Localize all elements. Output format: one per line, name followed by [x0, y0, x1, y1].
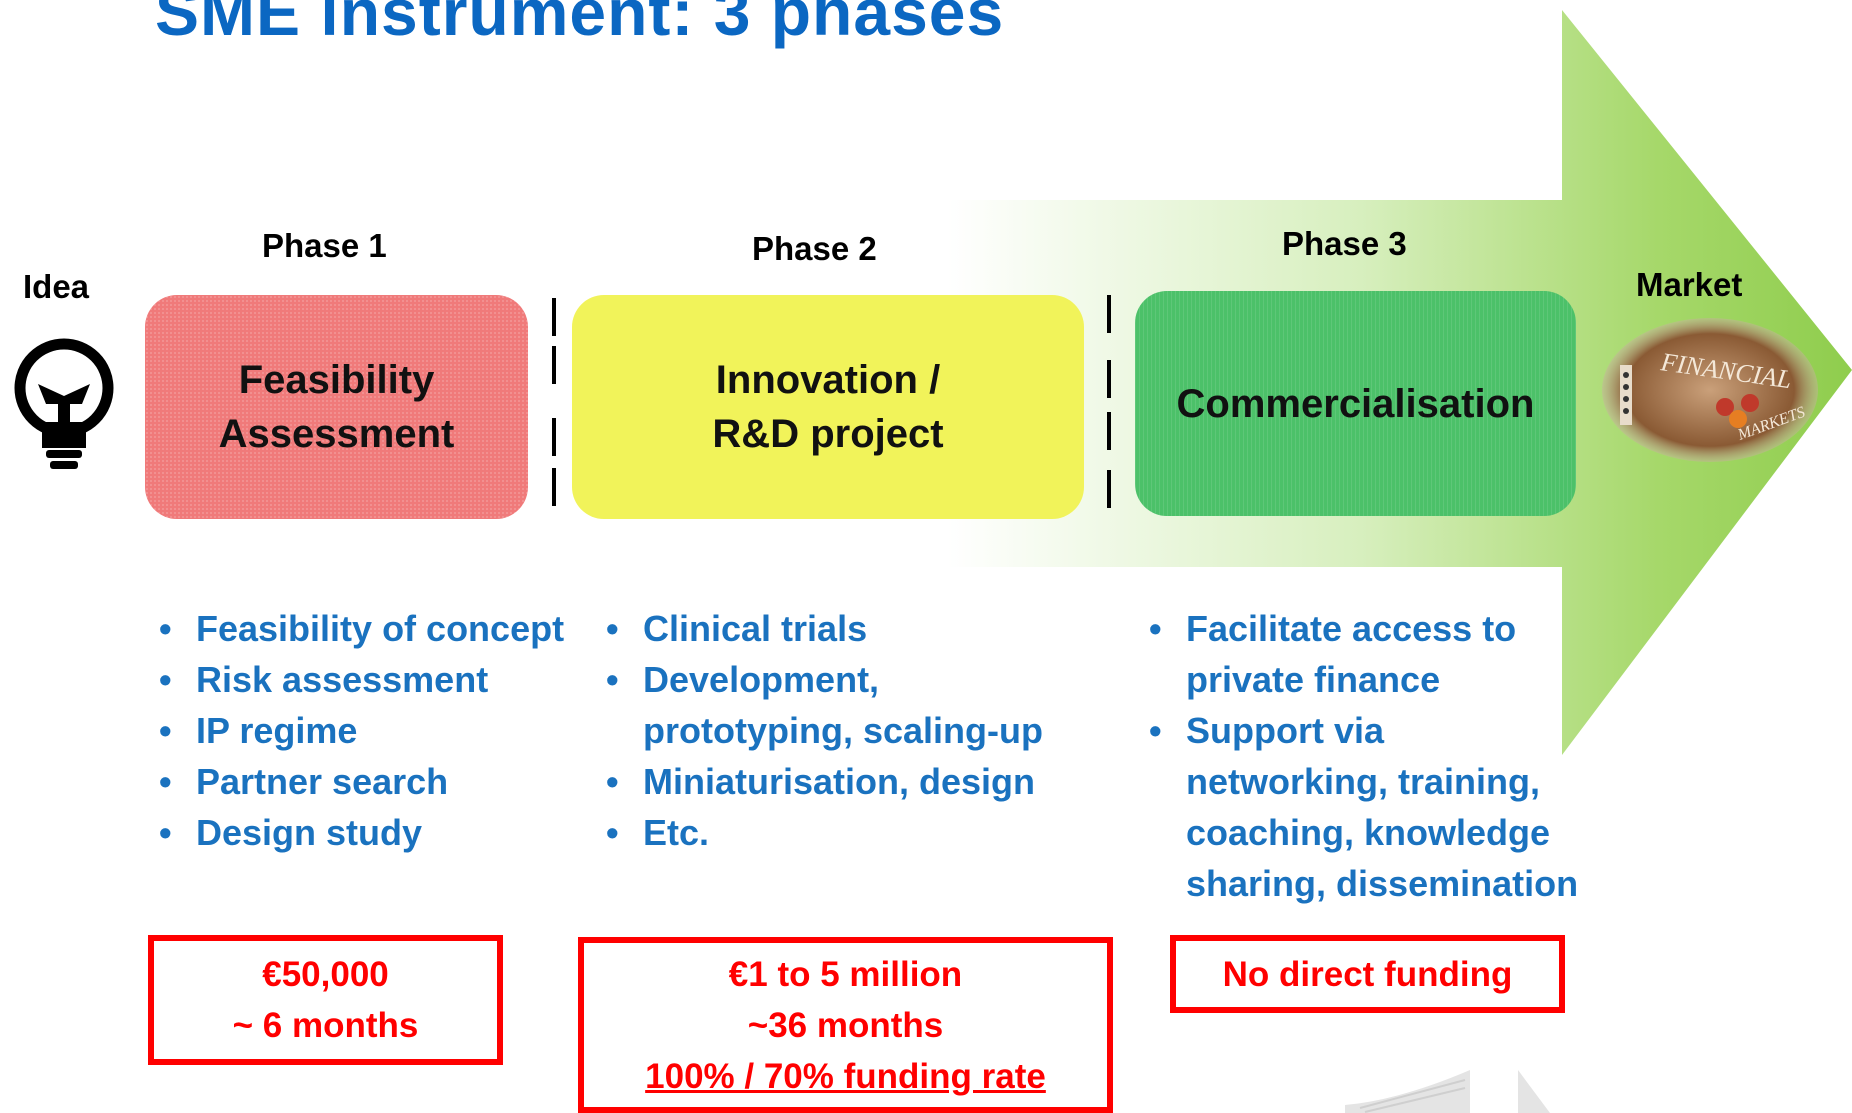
- phase-2-box-line-2: R&D project: [712, 412, 944, 456]
- phase-2-funding-box: €1 to 5 million ~36 months 100% / 70% fu…: [578, 937, 1113, 1113]
- phase-2-box: Innovation / R&D project: [572, 295, 1084, 519]
- phase-1-label: Phase 1: [262, 227, 387, 264]
- list-item: Design study: [159, 807, 579, 858]
- phase-2-label: Phase 2: [752, 230, 877, 267]
- list-item: Risk assessment: [159, 654, 579, 705]
- phase-1-funding-box: €50,000 ~ 6 months: [148, 935, 503, 1065]
- phase-3-box: Commercialisation: [1135, 291, 1576, 516]
- phase-3-funding-note: No direct funding: [1222, 954, 1513, 994]
- list-item: Support via networking, training, coachi…: [1149, 705, 1589, 909]
- page-title: SME instrument: 3 phases: [155, 0, 1005, 49]
- idea-label: Idea: [23, 268, 90, 305]
- phase-1-box: Feasibility Assessment: [145, 295, 528, 519]
- list-item: IP regime: [159, 705, 579, 756]
- phase-2-funding-duration: ~36 months: [747, 1005, 944, 1045]
- phase-1-bullets: Feasibility of concept Risk assessment I…: [159, 603, 579, 858]
- list-item: Clinical trials: [606, 603, 1076, 654]
- phase-3-bullets: Facilitate access to private finance Sup…: [1149, 603, 1589, 909]
- phase-1-funding-duration: ~ 6 months: [232, 1006, 419, 1045]
- phase-2-funding-rate: 100% / 70% funding rate: [645, 1056, 1046, 1096]
- phase-2-bullets: Clinical trials Development, prototyping…: [606, 603, 1076, 858]
- phase-2-funding-amount: €1 to 5 million: [728, 954, 963, 994]
- list-item: Partner search: [159, 756, 579, 807]
- list-item: Feasibility of concept: [159, 603, 579, 654]
- phase-3-box-line-1: Commercialisation: [1176, 381, 1535, 426]
- ec-logo: [1345, 1070, 1550, 1113]
- phase-2-box-line-1: Innovation /: [715, 358, 941, 402]
- phase-1-funding-amount: €50,000: [262, 955, 389, 994]
- light-bulb-icon: [14, 338, 114, 469]
- market-label: Market: [1636, 266, 1743, 303]
- list-item: Development, prototyping, scaling-up: [606, 654, 1076, 756]
- phase-3-label: Phase 3: [1282, 225, 1407, 262]
- list-item: Miniaturisation, design: [606, 756, 1076, 807]
- phase-1-box-line-2: Assessment: [218, 412, 455, 456]
- financial-markets-image: FINANCIAL MARKETS: [1602, 318, 1818, 462]
- list-item: Etc.: [606, 807, 1076, 858]
- phase-3-funding-box: No direct funding: [1170, 935, 1565, 1013]
- list-item: Facilitate access to private finance: [1149, 603, 1589, 705]
- phase-1-box-line-1: Feasibility: [238, 358, 435, 402]
